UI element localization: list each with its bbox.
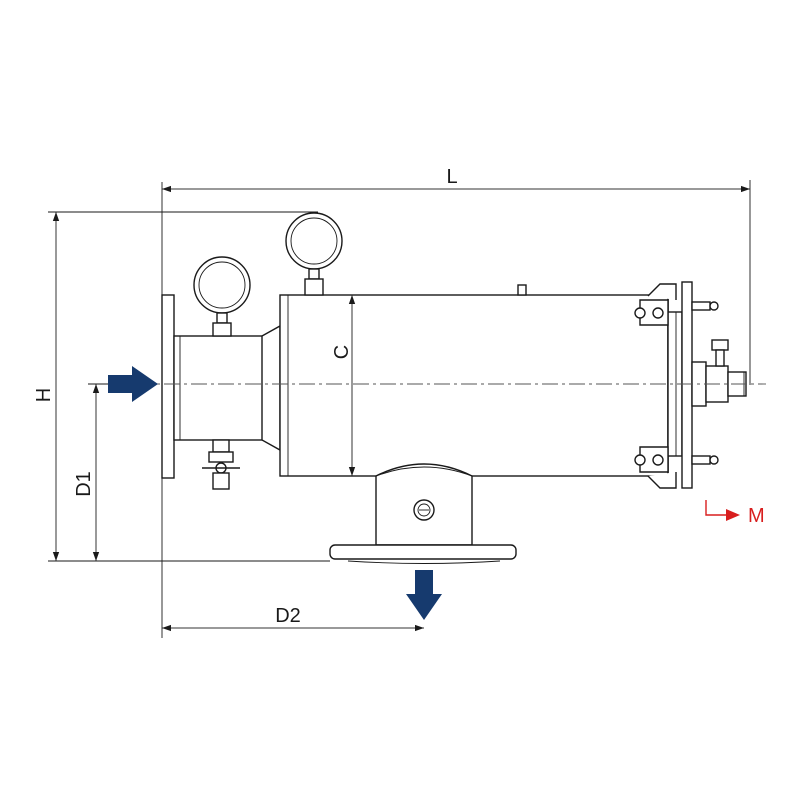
motor-indicator: M: [705, 500, 765, 527]
inlet-arrow: [108, 366, 158, 402]
inlet-assembly: [161, 294, 281, 479]
dimension-l-label: L: [446, 166, 457, 188]
motor-label: M: [748, 505, 765, 527]
pressure-gauge-housing: [285, 212, 343, 296]
dimension-h-label: H: [33, 388, 55, 402]
inlet-flange: [161, 294, 175, 479]
end-cover-assembly: [634, 281, 747, 489]
gauge-icon: [193, 256, 251, 314]
vent-nozzle: [517, 284, 527, 296]
motor-direction-icon: [705, 500, 728, 516]
filter-housing: [279, 284, 669, 477]
dimension-d2-label: D2: [275, 605, 301, 627]
pipe-reducer: [261, 324, 281, 452]
dimension-l: L: [162, 166, 750, 193]
end-plate-outer: [681, 281, 693, 489]
outlet-flange: [329, 544, 517, 560]
drain-valve: [202, 439, 240, 490]
gauge-icon: [285, 212, 343, 270]
dimension-d1-label: D1: [73, 471, 95, 497]
outlet-arrow: [406, 570, 442, 620]
dimension-c-label: C: [331, 345, 353, 359]
dimension-d1: D1: [73, 384, 100, 561]
clamp-bottom: [647, 472, 677, 489]
dimension-h: H: [33, 212, 60, 561]
extension-lines: [48, 180, 751, 638]
clamp-top: [647, 283, 677, 300]
flow-arrow-down-icon: [406, 570, 442, 620]
pressure-gauge-inlet: [193, 256, 251, 337]
dimension-c: C: [331, 295, 356, 476]
outlet-assembly: [329, 463, 517, 564]
flow-arrow-right-icon: [108, 366, 158, 402]
dimension-d2: D2: [162, 605, 424, 632]
housing-body: [279, 294, 669, 477]
